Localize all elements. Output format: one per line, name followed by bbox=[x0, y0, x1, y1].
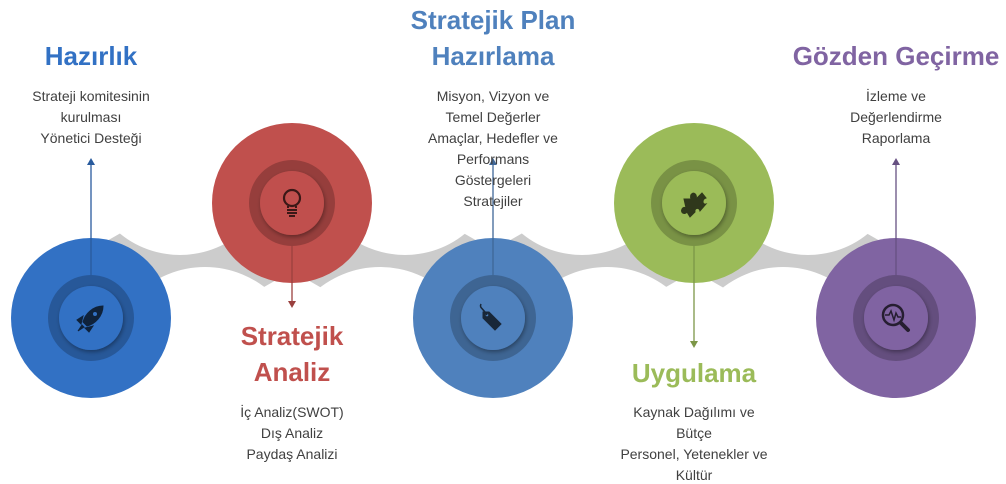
description-line: Yönetici Desteği bbox=[40, 130, 142, 146]
rocket-icon bbox=[76, 305, 104, 333]
price-tag-icon bbox=[479, 303, 502, 331]
title-line: Hazırlama bbox=[431, 41, 555, 71]
description-line: Misyon, Vizyon ve bbox=[436, 88, 550, 104]
description-line: Kaynak Dağılımı ve bbox=[633, 404, 755, 420]
stage-circle-3 bbox=[413, 238, 573, 398]
inner-disc bbox=[864, 286, 928, 350]
stage-circle-4 bbox=[614, 123, 774, 283]
stage-circle-2 bbox=[212, 123, 372, 283]
description-line: Kültür bbox=[675, 467, 713, 483]
title-line: Stratejik bbox=[240, 321, 344, 351]
title-line: Gözden Geçirme bbox=[792, 41, 1000, 71]
stage-title-5: Gözden Geçirme bbox=[766, 38, 1006, 74]
description-line: Paydaş Analizi bbox=[246, 446, 338, 462]
stage-title-4: Uygulama bbox=[564, 355, 824, 391]
title-line: Stratejik Plan bbox=[410, 5, 576, 35]
magnifier-chart-icon bbox=[881, 303, 910, 332]
inner-disc bbox=[260, 171, 324, 235]
description-line: Amaçlar, Hedefler ve bbox=[428, 130, 558, 146]
description-line: kurulması bbox=[60, 109, 122, 125]
lightbulb-icon bbox=[282, 188, 302, 217]
description-line: Bütçe bbox=[676, 425, 712, 441]
title-line: Hazırlık bbox=[44, 41, 138, 71]
description-line: Göstergeleri bbox=[454, 172, 532, 188]
stage-title-1: Hazırlık bbox=[0, 38, 221, 74]
connector-arrow-5 bbox=[892, 158, 900, 275]
connector-arrow-1 bbox=[87, 158, 95, 275]
description-line: İzleme ve bbox=[866, 88, 926, 104]
description-line: Performans bbox=[456, 151, 530, 167]
description-line: Dış Analiz bbox=[260, 425, 324, 441]
connector-arrow-3 bbox=[489, 158, 497, 275]
puzzle-icon bbox=[681, 192, 708, 218]
stage-circle-5 bbox=[816, 238, 976, 398]
title-line: Uygulama bbox=[631, 358, 757, 388]
description-line: Değerlendirme bbox=[850, 109, 942, 125]
title-line: Analiz bbox=[253, 357, 331, 387]
description-line: Raporlama bbox=[861, 130, 931, 146]
stage-circle-1 bbox=[11, 238, 171, 398]
description-line: Stratejiler bbox=[463, 193, 523, 209]
description-line: İç Analiz(SWOT) bbox=[240, 404, 344, 420]
connector-arrow-2 bbox=[288, 246, 296, 308]
connector-arrow-4 bbox=[690, 246, 698, 348]
description-line: Personel, Yetenekler ve bbox=[620, 446, 768, 462]
description-line: Temel Değerler bbox=[445, 109, 541, 125]
description-line: Strateji komitesinin bbox=[32, 88, 150, 104]
